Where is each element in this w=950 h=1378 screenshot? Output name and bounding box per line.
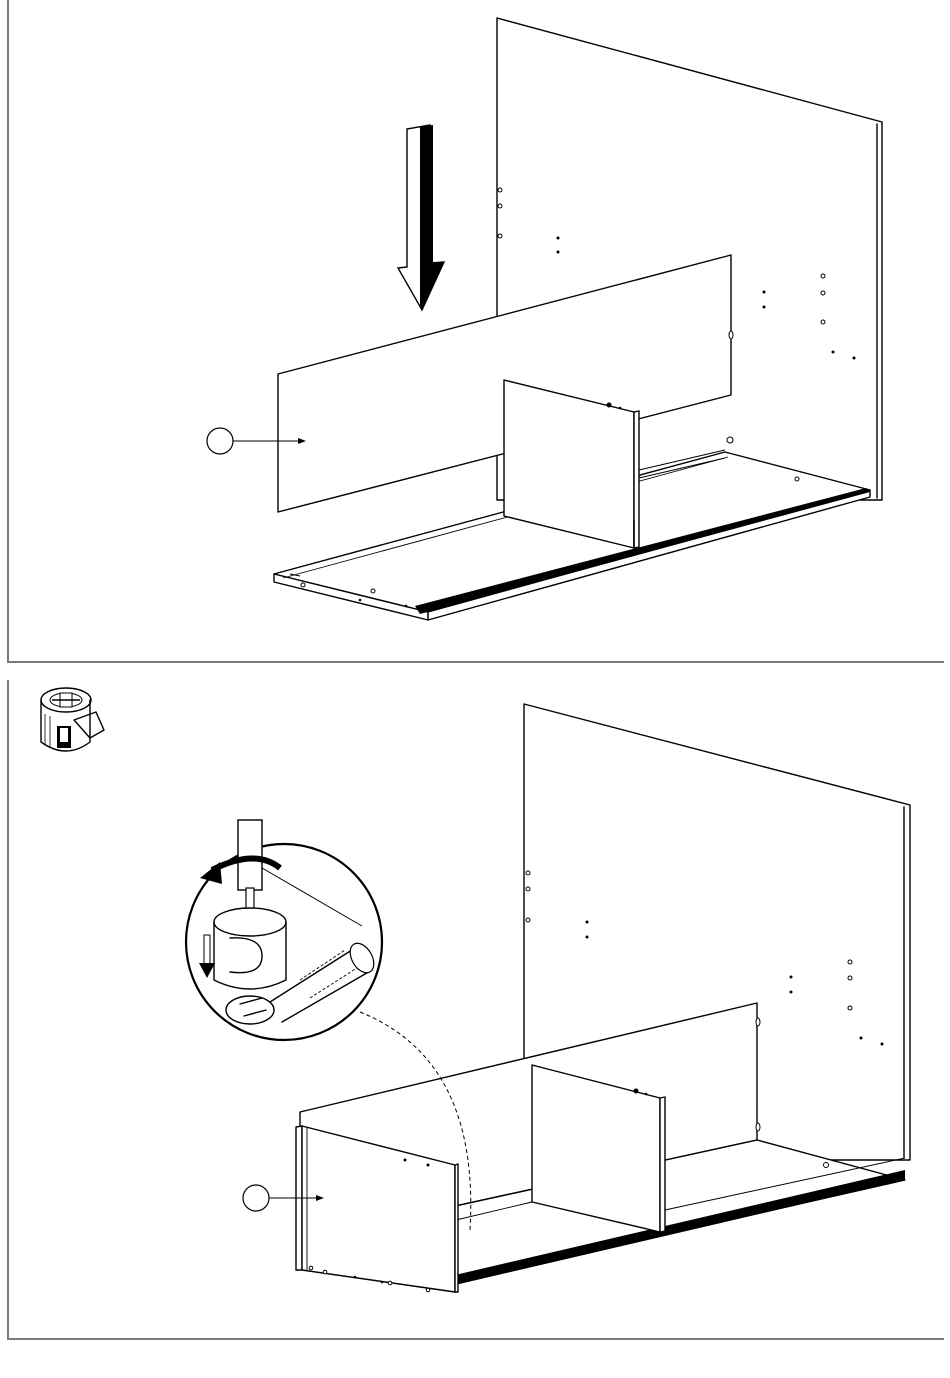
step-2-illustration (0, 680, 950, 1340)
screwdriver-icon (238, 820, 262, 890)
assembly-step-2 (0, 680, 950, 1340)
step-1-illustration (0, 0, 950, 665)
cam-lock-icon (41, 688, 104, 751)
assembly-step-1 (0, 0, 950, 665)
arrow-down-icon (398, 125, 444, 310)
detail-magnifier (186, 820, 382, 1040)
